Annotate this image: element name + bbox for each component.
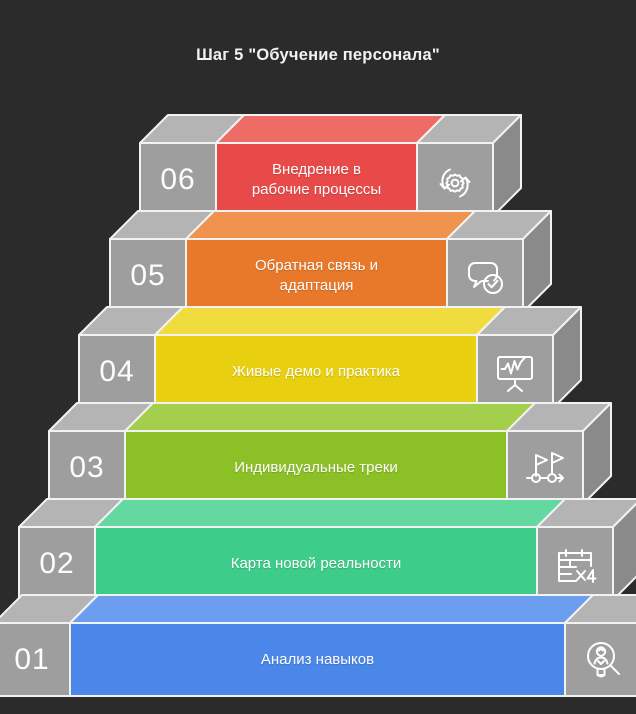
presentation-chart-icon [477,335,553,408]
step-03-label: Индивидуальные треки [234,458,398,476]
step-01-icon-block [564,622,636,697]
step-01-number: 01 [14,642,50,676]
step-06-number: 06 [160,162,196,196]
step-06-label: Внедрение в рабочие процессы [251,160,382,198]
page-title: Шаг 5 "Обучение персонала" [196,46,440,64]
gear-refresh-cycle-icon [417,143,493,216]
step-03-number: 03 [69,450,105,484]
step-05-number: 05 [130,258,166,292]
step-05-label: Обратная связь и адаптация [254,256,379,294]
step-02-label: Карта новой реальности [230,554,402,572]
calendar-x4-icon [537,527,613,600]
speech-bubble-check-icon [447,239,523,312]
step-04-number: 04 [99,354,135,388]
step-04-label: Живые демо и практика [232,362,400,380]
person-magnifier-icon [565,623,636,696]
milestone-flags-icon [507,431,583,504]
step-01-label: Анализ навыков [260,650,375,668]
step-06-center-top-face [215,114,446,144]
step-02-number: 02 [39,546,75,580]
